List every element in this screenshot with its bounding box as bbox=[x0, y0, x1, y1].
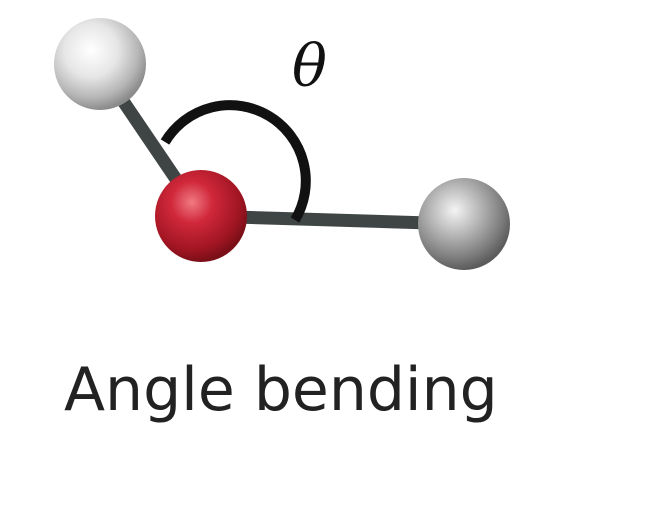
angle-arc bbox=[160, 100, 311, 223]
hydrogen-atom-right bbox=[418, 178, 510, 270]
hydrogen-atom-left bbox=[54, 18, 146, 110]
oxygen-atom bbox=[155, 170, 247, 262]
diagram-caption: Angle bending bbox=[64, 355, 498, 425]
angle-symbol: θ bbox=[292, 32, 327, 100]
